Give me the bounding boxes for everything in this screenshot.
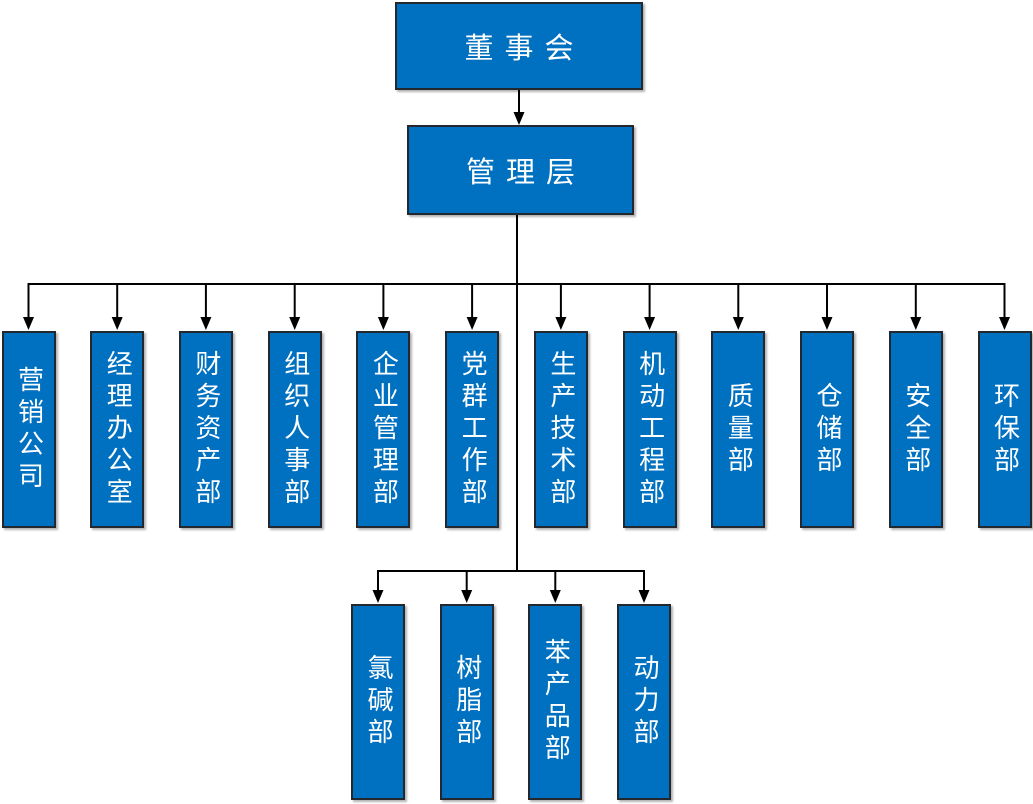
org-box-label: 环保部 <box>990 381 1020 478</box>
org-box-dept-safety: 安全部 <box>888 331 943 528</box>
org-box-dept-mechanical-eng: 机动工程部 <box>622 331 677 528</box>
org-box-dept-quality: 质量部 <box>711 331 766 528</box>
org-box-dept-production-tech: 生产技术部 <box>533 331 588 528</box>
org-box-label: 生产技术部 <box>546 349 576 510</box>
org-box-label: 仓储部 <box>813 381 842 478</box>
org-box-label: 机动工程部 <box>635 349 665 510</box>
org-box-label: 苯产品部 <box>541 638 571 766</box>
org-box-label: 管理层 <box>465 157 586 189</box>
org-box-management: 管理层 <box>407 125 634 215</box>
org-box-subdept-resin: 树脂部 <box>439 604 494 800</box>
org-box-label: 组织人事部 <box>280 349 310 510</box>
org-box-label: 安全部 <box>901 381 931 478</box>
org-box-label: 董事会 <box>464 33 585 65</box>
org-box-label: 党群工作部 <box>458 349 488 510</box>
org-box-dept-finance-assets: 财务资产部 <box>178 331 233 528</box>
org-box-dept-warehouse: 仓储部 <box>800 331 854 528</box>
org-box-label: 营销公司 <box>14 365 44 494</box>
org-box-label: 动力部 <box>630 654 659 750</box>
org-box-subdept-power: 动力部 <box>617 604 671 800</box>
org-box-dept-enterprise-mgmt: 企业管理部 <box>356 331 411 528</box>
org-box-label: 质量部 <box>724 381 754 478</box>
org-box-label: 氯碱部 <box>364 654 393 750</box>
org-box-board: 董事会 <box>395 2 643 90</box>
org-box-label: 树脂部 <box>452 654 482 750</box>
org-box-dept-org-personnel: 组织人事部 <box>267 331 322 528</box>
org-box-subdept-chlor-alkali: 氯碱部 <box>351 604 405 800</box>
org-box-label: 经理办公室 <box>103 349 133 510</box>
org-box-label: 财务资产部 <box>191 349 221 510</box>
org-box-label: 企业管理部 <box>369 349 399 510</box>
org-box-dept-marketing: 营销公司 <box>1 331 56 528</box>
org-box-dept-party-mass-work: 党群工作部 <box>445 331 500 528</box>
org-box-dept-environment: 环保部 <box>977 331 1032 528</box>
org-box-subdept-benzene-products: 苯产品部 <box>528 604 583 800</box>
org-box-dept-manager-office: 经理办公室 <box>90 331 145 528</box>
